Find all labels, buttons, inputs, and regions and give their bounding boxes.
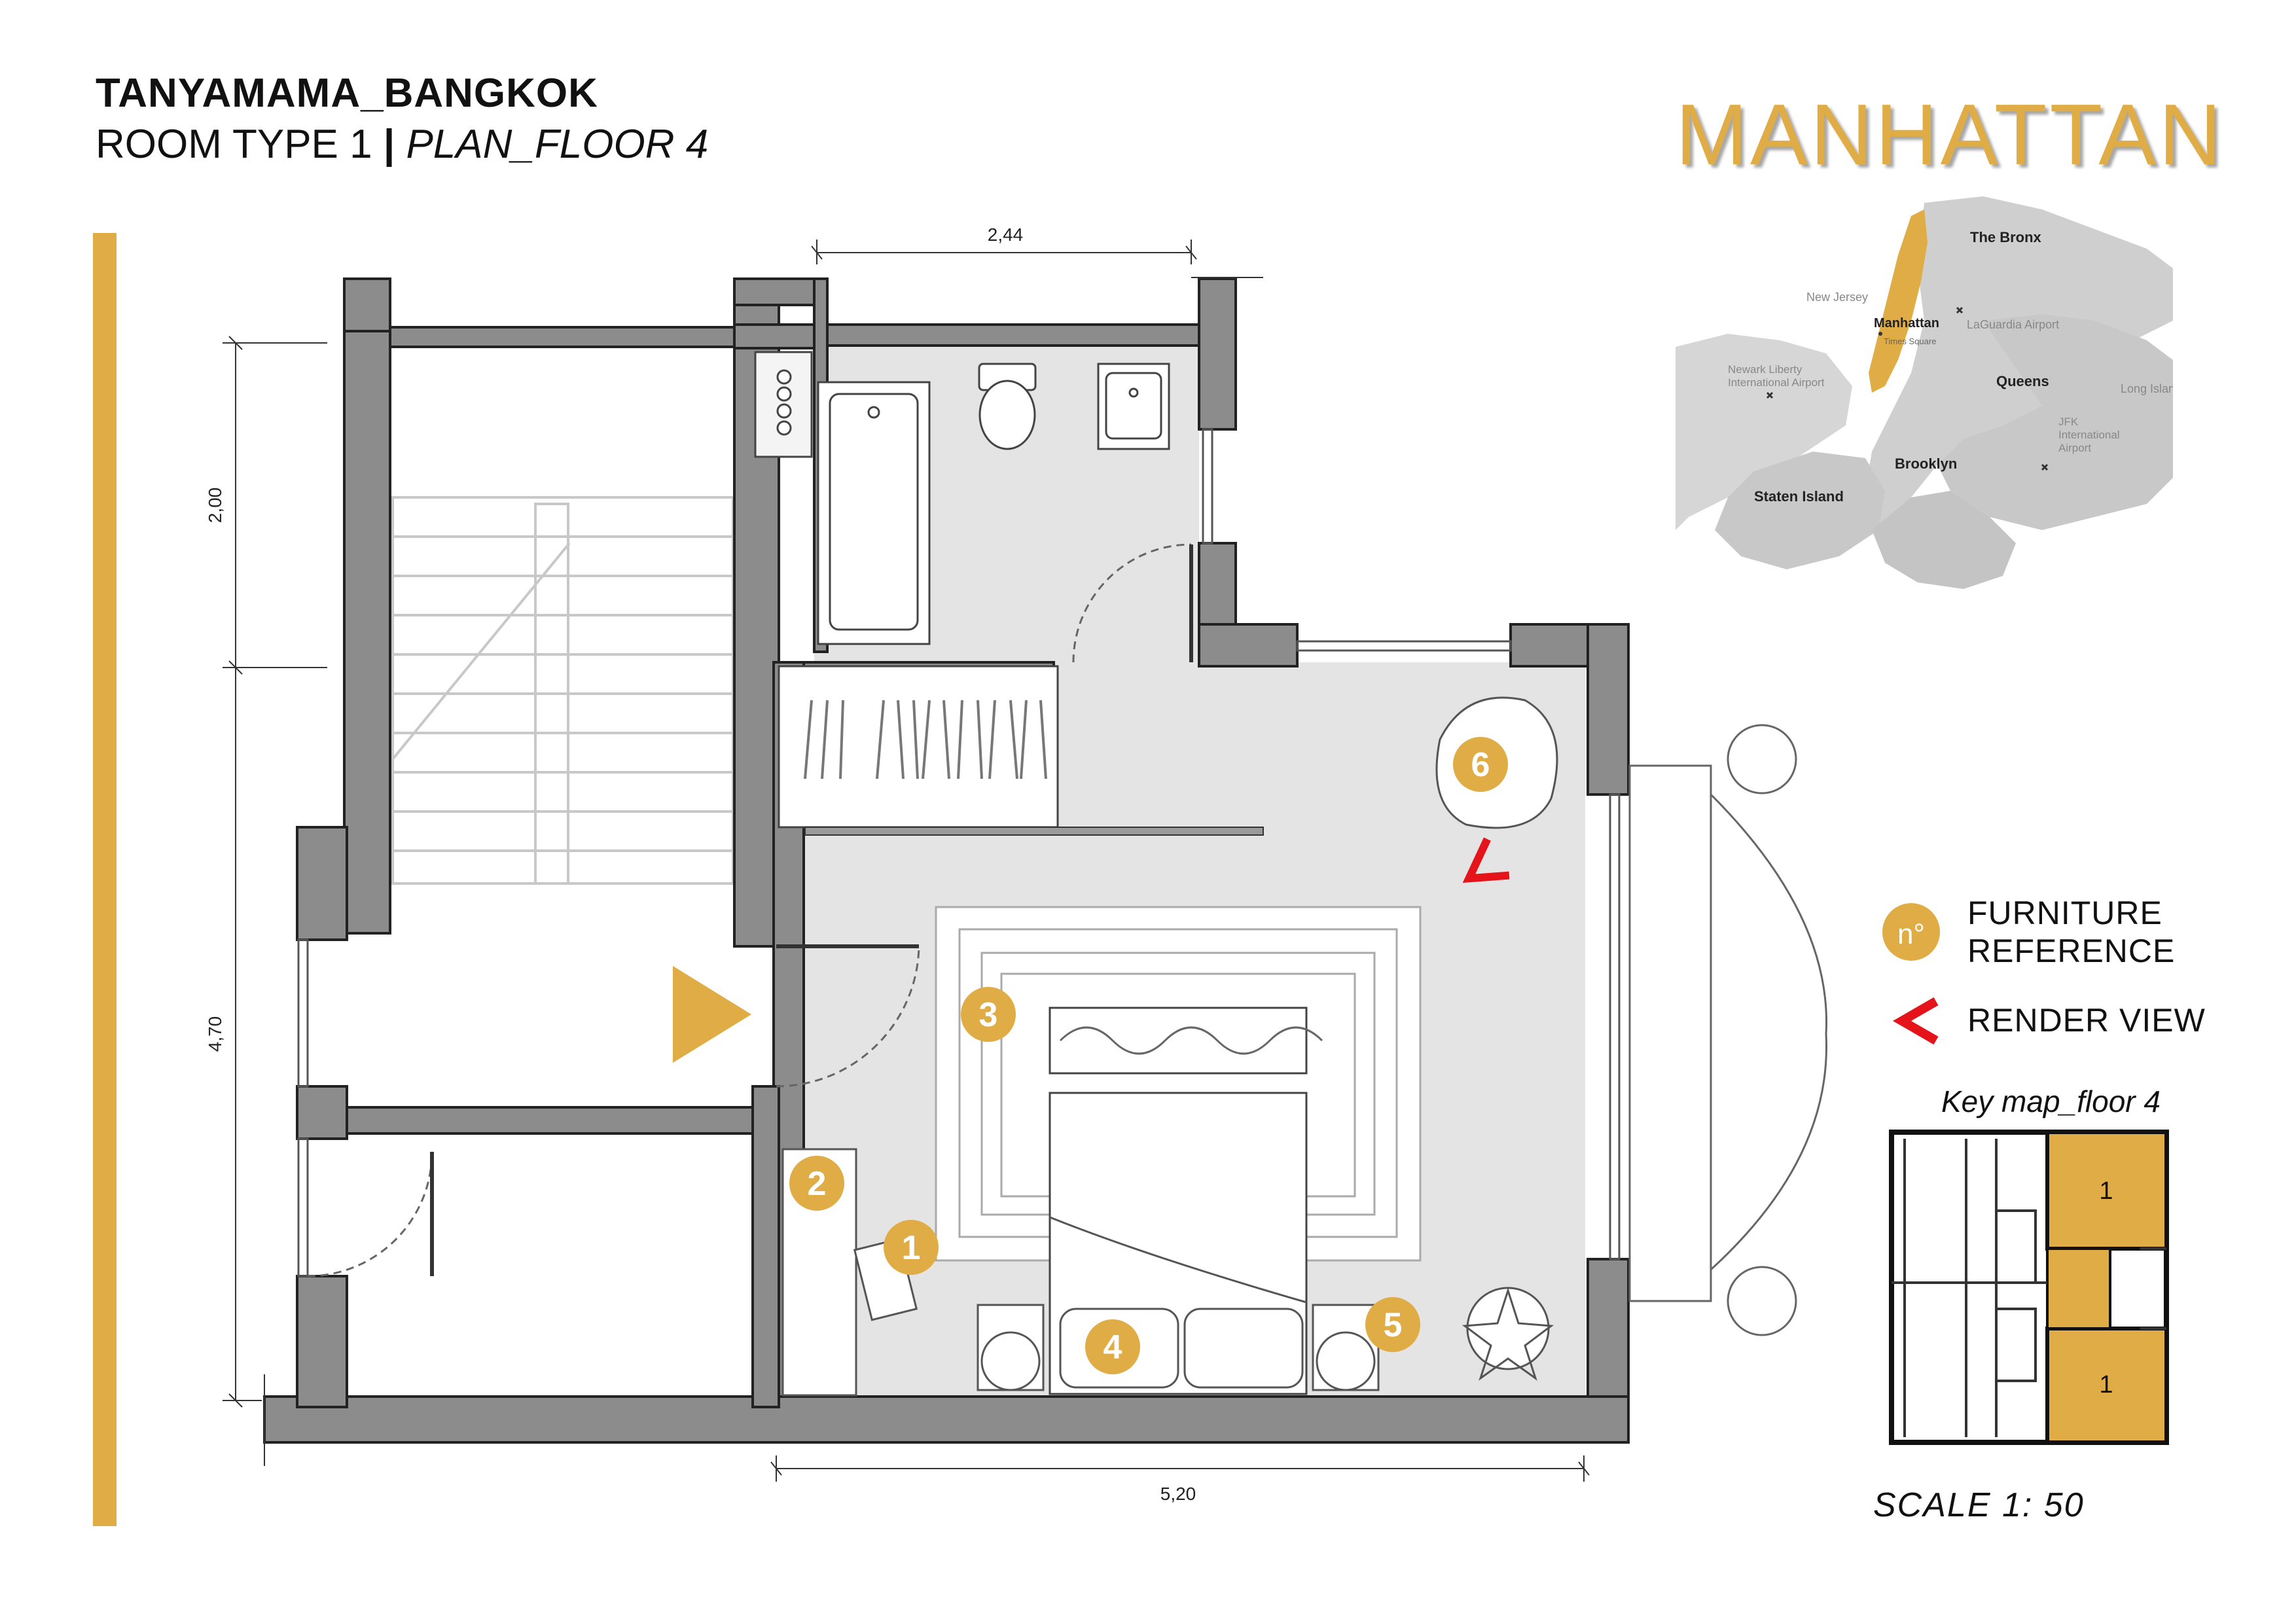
svg-text:2: 2 <box>852 745 871 783</box>
dim-left-lower: 4,70 <box>205 1016 225 1052</box>
room-type: ROOM TYPE 1 <box>96 122 372 167</box>
marker-1: 1 <box>884 1220 939 1275</box>
legend-marker-icon <box>1882 903 1940 961</box>
map-label-nj: New Jersey <box>1806 291 1868 304</box>
title-block: TANYAMAMA_BANGKOK ROOM TYPE 1 | PLAN_FLO… <box>96 68 708 170</box>
map-land-nj <box>1676 334 1852 530</box>
svg-text:2: 2 <box>808 1165 827 1203</box>
balcony <box>1628 724 1828 1336</box>
map-label-bronx: The Bronx <box>1970 229 2042 245</box>
wardrobe <box>778 665 1264 836</box>
bench <box>1049 1007 1308 1075</box>
map-land-brooklyn <box>1872 491 2016 589</box>
map-manhattan-highlight <box>1869 209 1928 393</box>
legend-render-icon <box>1892 997 1939 1045</box>
render-view-marker <box>1462 837 1510 883</box>
map-land-staten <box>1715 452 1885 569</box>
legend-marker-symbol: n° <box>1897 918 1925 950</box>
walls <box>263 277 1630 1444</box>
legend-furniture-line2: REFERENCE <box>1967 933 2176 969</box>
window-frames <box>297 428 1621 1277</box>
marker-5: 5 <box>1365 1297 1420 1352</box>
map-label-queens: Queens <box>1996 373 2049 389</box>
marker-3: 3 <box>961 987 1016 1042</box>
marker-2-desk: 2 <box>789 1156 844 1211</box>
furniture-markers: 1 2 2 3 4 5 6 <box>789 737 1508 1374</box>
legend-render-view: RENDER VIEW <box>1967 1002 2206 1039</box>
marker-4: 4 <box>1085 1319 1140 1374</box>
accent-bar <box>93 233 117 1526</box>
map-label-newark2: International Airport <box>1728 376 1825 389</box>
marker-2-wardrobe: 2 <box>852 745 871 783</box>
legend-symbols: n° <box>1882 903 1940 1045</box>
keymap-title: Key map_floor 4 <box>1941 1084 2161 1118</box>
dim-top: 2,44 <box>988 224 1024 245</box>
brand-title: MANHATTAN <box>1676 86 2224 183</box>
door-swings <box>307 543 1192 1277</box>
stair-outline <box>391 496 734 885</box>
svg-text:5: 5 <box>1384 1306 1403 1344</box>
map-label-staten: Staten Island <box>1754 488 1844 505</box>
svg-text:4: 4 <box>1103 1329 1122 1366</box>
scale-label: SCALE 1: 50 <box>1873 1486 2085 1524</box>
map-label-manhattan: Manhattan <box>1874 316 1939 330</box>
marker-6: 6 <box>1453 737 1508 792</box>
map-land-queens <box>1937 314 2173 530</box>
legend-furniture-line1: FURNITURE <box>1967 895 2162 931</box>
dim-left-upper: 2,00 <box>205 488 225 524</box>
map-label-laguardia: LaGuardia Airport <box>1967 318 2059 331</box>
map-label-brooklyn: Brooklyn <box>1895 455 1957 472</box>
plan-subtitle: ROOM TYPE 1 | PLAN_FLOOR 4 <box>96 119 708 170</box>
pillow-right <box>1183 1308 1304 1389</box>
keymap-unit-label-upper: 1 <box>2099 1177 2113 1205</box>
map-label-jfk1: JFK <box>2058 416 2079 428</box>
legend-furniture-reference: FURNITURE REFERENCE <box>1967 894 2175 970</box>
key-map: 1 1 <box>1889 1130 2169 1445</box>
svg-text:6: 6 <box>1471 746 1490 784</box>
map-label-newark1: Newark Liberty <box>1728 363 1803 376</box>
title-separator: | <box>383 122 395 167</box>
bedroom-furniture <box>781 696 1558 1397</box>
svg-text:3: 3 <box>979 996 998 1034</box>
location-map: The Bronx New Jersey Manhattan LaGuardia… <box>1676 190 2173 596</box>
map-label-jfk2: International <box>2058 429 2120 441</box>
keymap-unit-lower <box>2045 1327 2168 1444</box>
bathroom-fixtures <box>754 351 1170 645</box>
door-leaves <box>430 544 1193 1276</box>
entrance-arrow <box>673 966 751 1063</box>
keymap-unit-label-lower: 1 <box>2099 1371 2113 1399</box>
dim-bottom: 5,20 <box>1160 1484 1196 1504</box>
map-label-longisland: Long Island <box>2121 382 2173 395</box>
plant <box>1466 1287 1550 1370</box>
svg-text:1: 1 <box>902 1229 921 1267</box>
project-title: TANYAMAMA_BANGKOK <box>96 71 598 116</box>
map-label-jfk3: Airport <box>2058 442 2091 454</box>
plan-name: PLAN_FLOOR 4 <box>406 122 709 167</box>
map-label-times-square: Times Square <box>1884 336 1936 346</box>
dimension-lines <box>223 240 1590 1482</box>
